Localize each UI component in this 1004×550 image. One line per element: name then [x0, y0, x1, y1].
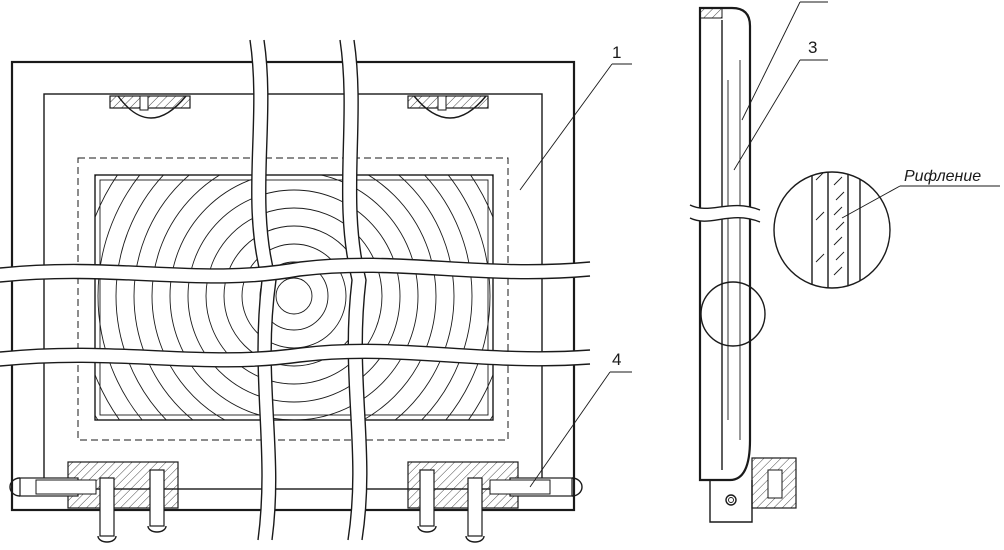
knurling-leader	[841, 185, 901, 219]
vertical-break-band-right	[339, 39, 368, 541]
horizontal-break-band-top	[0, 257, 591, 284]
dashed-boundary	[77, 157, 509, 441]
callout-label-4: 4	[612, 350, 621, 369]
knurling-label: Рифление	[904, 168, 981, 185]
outer-frame	[10, 60, 576, 512]
target-plate-inner	[99, 179, 489, 416]
detail-view: Рифление	[773, 168, 1000, 289]
leader-line-4	[529, 371, 632, 488]
bottom-clamp-right	[407, 461, 583, 543]
leader-line-1	[519, 63, 632, 191]
target-plate	[94, 174, 494, 421]
callout-label-1: 1	[612, 43, 621, 62]
detail-marker	[700, 281, 766, 347]
concentric-rings	[95, 175, 493, 420]
knurl-marks	[815, 172, 845, 276]
side-view: 3	[689, 1, 828, 523]
inner-frame	[43, 93, 543, 490]
front-view: 1 4	[0, 39, 632, 543]
bottom-clamp-left	[9, 461, 179, 543]
horizontal-break-band-bottom	[0, 343, 591, 368]
vertical-break-band-left	[249, 39, 277, 541]
callout-label-3: 3	[808, 38, 817, 57]
top-clamp-left	[109, 95, 191, 119]
top-clamp-right	[407, 95, 489, 119]
